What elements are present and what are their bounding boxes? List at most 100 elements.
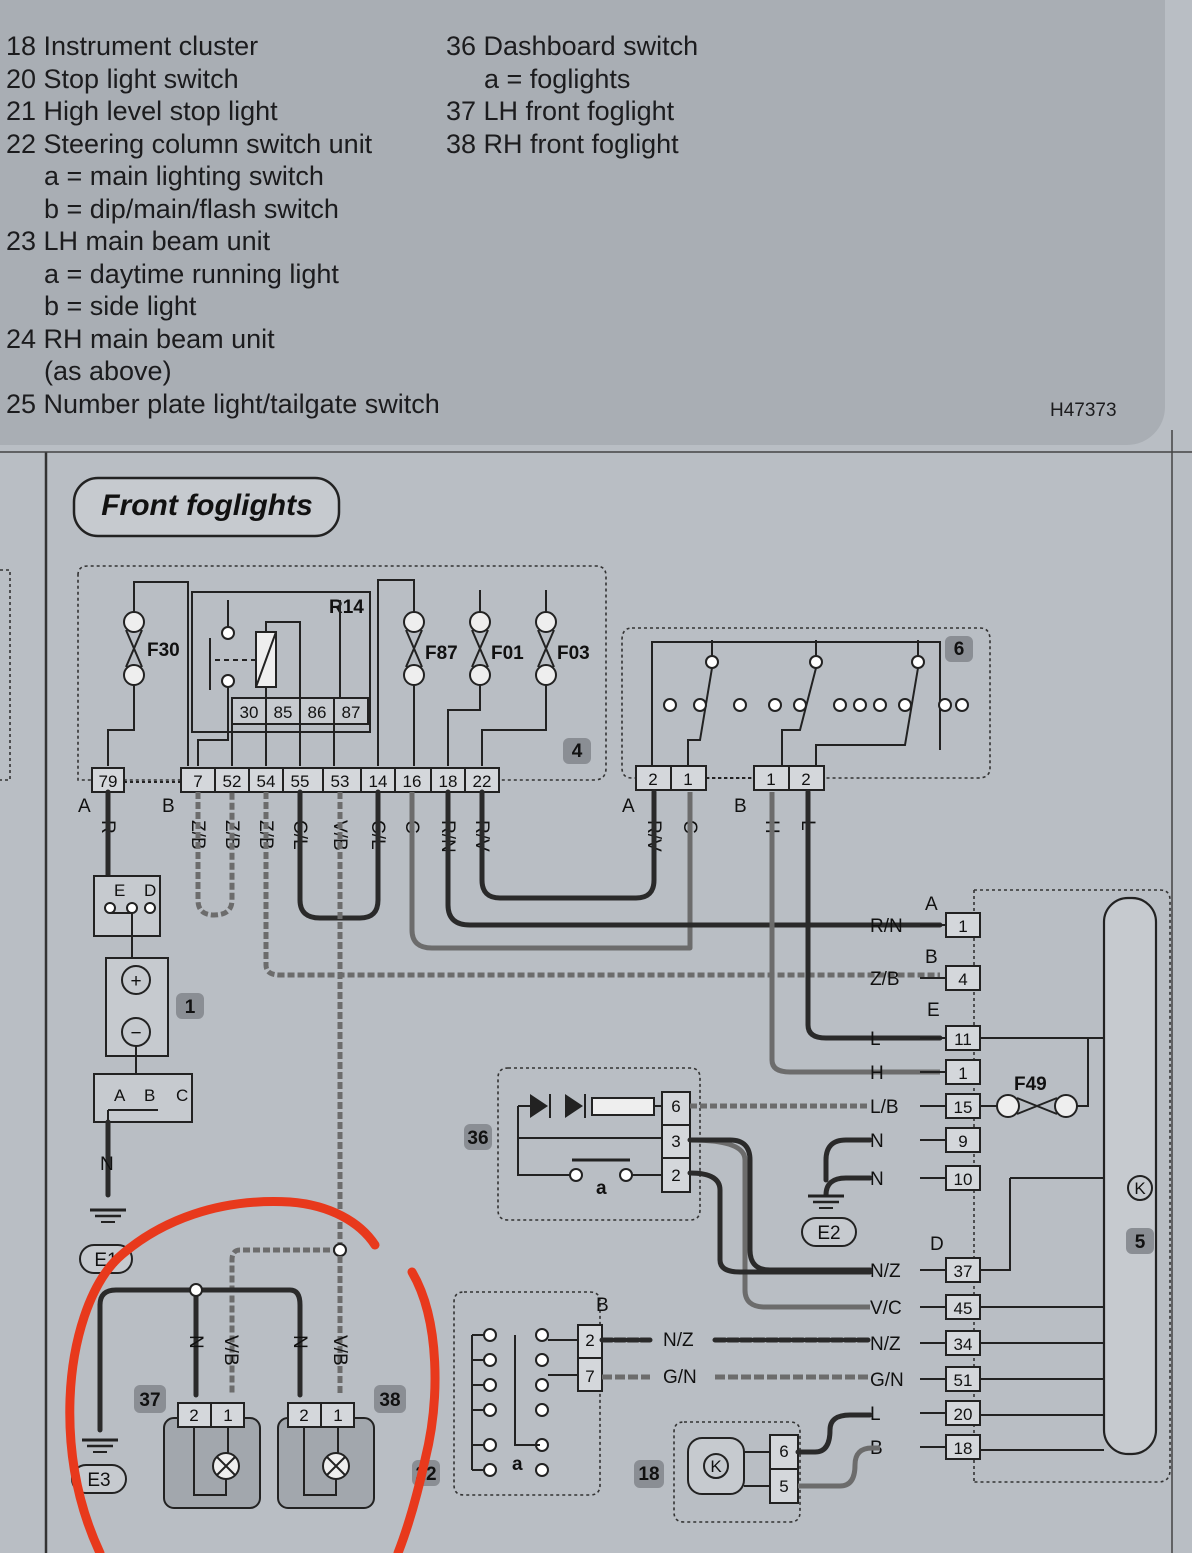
fusebox-pin: 18: [439, 772, 458, 791]
battery-plus: +: [130, 971, 141, 992]
cluster18-pin: 6: [779, 1442, 788, 1461]
svg-text:F03: F03: [557, 643, 590, 664]
switch36-sub: a: [596, 1178, 607, 1199]
module5-pin: 15: [954, 1098, 973, 1117]
fusebox-pin: 53: [331, 772, 350, 791]
switch22-pin: 2: [585, 1331, 594, 1350]
relay-label: R14: [329, 597, 364, 618]
wire-label: N: [185, 1335, 206, 1349]
fusebox-pin: 55: [291, 772, 310, 791]
module5-pin: 1: [958, 1064, 967, 1083]
module5-pin: 20: [954, 1405, 973, 1424]
module5-pin: 11: [954, 1030, 972, 1049]
switch22-sub: a: [512, 1454, 523, 1475]
k-symbol: K: [1134, 1179, 1146, 1198]
earth-symbol: [90, 1208, 126, 1223]
relay-pin: 86: [308, 703, 327, 722]
fuse-f01: F01: [469, 611, 524, 686]
fusebox-pin: 14: [369, 772, 388, 791]
connector-letter: D: [144, 881, 156, 900]
fusebox-pin: 79: [99, 772, 118, 791]
fog-pin: 1: [333, 1406, 342, 1425]
component-number: 6: [954, 639, 965, 660]
connector-letter: A: [925, 894, 938, 915]
legend-entry: 38 RH front foglight: [446, 128, 679, 159]
connector-letter: A: [78, 796, 91, 817]
module5-pin: 37: [954, 1262, 973, 1281]
legend-entry: a = daytime running light: [44, 258, 339, 289]
wire-label: L: [870, 1404, 881, 1425]
legend-entry: (as above): [44, 356, 172, 386]
component-number: 1: [185, 997, 196, 1018]
wire-label: H: [870, 1063, 884, 1084]
wire-label: V/B: [220, 1335, 241, 1366]
svg-text:F87: F87: [425, 643, 458, 664]
legend-entry: 36 Dashboard switch: [446, 31, 699, 61]
legend-entry: a = main lighting switch: [44, 161, 324, 191]
battery-minus: −: [130, 1023, 141, 1044]
connector-letter: B: [925, 947, 938, 968]
wire-label: V/B: [329, 1335, 350, 1366]
legend-entry: 23 LH main beam unit: [6, 226, 271, 256]
legend-entry: a = foglights: [484, 63, 631, 94]
switch22-pin: 7: [585, 1367, 594, 1386]
earth-label: E3: [87, 1470, 110, 1491]
module5-pin: 1: [958, 917, 967, 936]
connector-letter: B: [162, 796, 175, 817]
wire-label: R/N: [870, 916, 903, 937]
wire-label: N/Z: [870, 1334, 901, 1355]
fusebox-pin: 54: [257, 772, 276, 791]
module5-pin: 18: [954, 1439, 973, 1458]
connector-letter: A: [622, 796, 635, 817]
switch6-pin: 2: [801, 770, 810, 789]
fuse-f49: F49: [980, 1037, 1089, 1118]
switch6-pin: 1: [766, 770, 775, 789]
legend-panel: [0, 0, 1165, 445]
wire-label: N/Z: [870, 1261, 901, 1282]
component-number: 38: [379, 1390, 400, 1411]
wire-label: N: [870, 1169, 884, 1190]
connector-letter: A: [114, 1086, 126, 1105]
wire-label: V/C: [870, 1298, 902, 1319]
component-number: 18: [638, 1464, 659, 1485]
svg-text:F30: F30: [147, 640, 180, 661]
svg-text:F49: F49: [1014, 1074, 1047, 1095]
module5-pin: 51: [954, 1371, 973, 1390]
module5-pin: 9: [958, 1132, 967, 1151]
wire-label: L/B: [870, 1097, 899, 1118]
switch6-pin: 2: [648, 770, 657, 789]
fog-pin: 2: [189, 1406, 198, 1425]
relay-pin: 30: [240, 703, 259, 722]
reference-code: H47373: [1050, 400, 1117, 421]
component-number: 37: [139, 1390, 160, 1411]
module5-pin: 4: [958, 970, 967, 989]
wire-label: G/N: [870, 1370, 904, 1391]
wire-label: N: [289, 1335, 310, 1349]
component-number: 5: [1135, 1232, 1146, 1253]
module5-pin: 34: [954, 1335, 973, 1354]
legend-entry: 20 Stop light switch: [6, 63, 239, 94]
switch6-pin: 1: [683, 770, 692, 789]
module5-pin: 45: [954, 1299, 973, 1318]
legend-entry: 24 RH main beam unit: [6, 323, 275, 354]
fusebox-pin: 22: [473, 772, 492, 791]
earth-symbol: [82, 1438, 118, 1453]
connector-letter: D: [930, 1234, 944, 1255]
earth-label: E2: [817, 1223, 840, 1244]
relay-pin: 87: [342, 703, 361, 722]
legend-entry: b = dip/main/flash switch: [44, 193, 339, 224]
wire-label: N/Z: [663, 1330, 694, 1351]
k-symbol: K: [710, 1457, 722, 1476]
fusebox-pin: 7: [193, 772, 202, 791]
cluster18-pin: 5: [779, 1477, 788, 1496]
earth-symbol: [808, 1194, 844, 1209]
connector-letter: B: [144, 1086, 155, 1105]
wire-label: G/N: [663, 1367, 697, 1388]
connector-letter: B: [734, 796, 747, 817]
fusebox-pin: 52: [223, 772, 242, 791]
legend-entry: 37 LH front foglight: [446, 96, 675, 126]
wire-label: Z/B: [870, 969, 900, 990]
connector-letter: E: [114, 881, 125, 900]
